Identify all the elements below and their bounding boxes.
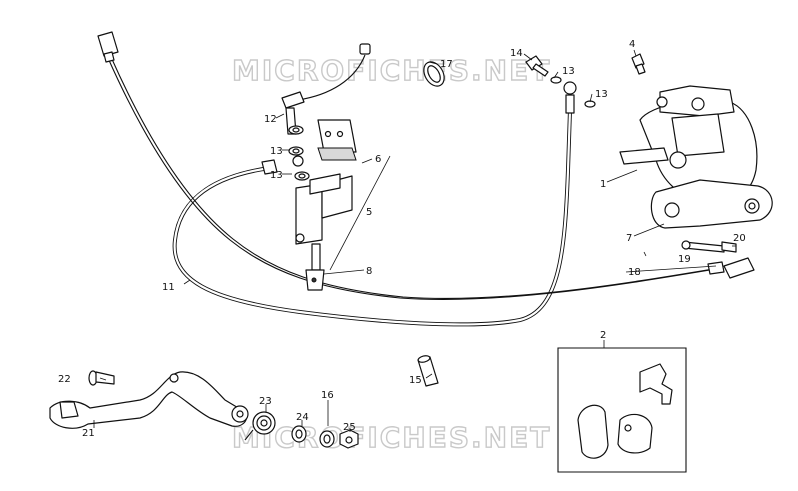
callout-19: 19 bbox=[678, 254, 691, 265]
pin-19 bbox=[681, 240, 725, 253]
brake-caliper-1 bbox=[619, 85, 758, 201]
callout-5: 5 bbox=[366, 207, 372, 218]
watermark-bottom: MICROFICHES.NET bbox=[232, 421, 551, 454]
callout-13-c: 13 bbox=[270, 146, 283, 157]
callout-17: 17 bbox=[440, 59, 453, 70]
brake-pedal-21 bbox=[49, 371, 249, 429]
washers-13-left bbox=[288, 125, 310, 181]
callout-13-d: 13 bbox=[270, 170, 283, 181]
callout-11: 11 bbox=[162, 282, 175, 293]
clip-17 bbox=[423, 61, 445, 87]
sleeve-20 bbox=[721, 241, 737, 253]
brake-hose-11 bbox=[172, 81, 577, 327]
callout-21: 21 bbox=[82, 428, 95, 439]
pivot-bolt-22 bbox=[88, 370, 115, 386]
callout-18: 18 bbox=[628, 267, 641, 278]
callout-6: 6 bbox=[375, 154, 381, 165]
brake-pad-kit-2 bbox=[557, 347, 687, 473]
master-cylinder-5 bbox=[295, 119, 357, 291]
callout-labels: 17 14 13 13 4 1 7 19 20 18 2 12 13 13 6 … bbox=[58, 39, 746, 439]
callout-14: 14 bbox=[510, 48, 523, 59]
callout-15: 15 bbox=[409, 375, 422, 386]
callout-8: 8 bbox=[366, 266, 372, 277]
spring-23 bbox=[244, 411, 276, 441]
callout-16: 16 bbox=[321, 390, 334, 401]
bolt-14 bbox=[525, 55, 596, 108]
callout-7: 7 bbox=[626, 233, 632, 244]
caliper-bracket-7 bbox=[650, 179, 773, 229]
callout-13-a: 13 bbox=[562, 66, 575, 77]
bleed-screw-4 bbox=[631, 53, 646, 75]
callout-12: 12 bbox=[264, 114, 277, 125]
callout-23: 23 bbox=[259, 396, 272, 407]
callout-25: 25 bbox=[343, 422, 356, 433]
watermark-top: MICROFICHES.NET bbox=[232, 54, 551, 87]
callout-2: 2 bbox=[600, 330, 606, 341]
callout-24: 24 bbox=[296, 412, 309, 423]
callout-4: 4 bbox=[629, 39, 635, 50]
callout-20: 20 bbox=[733, 233, 746, 244]
callout-22: 22 bbox=[58, 374, 71, 385]
callout-1: 1 bbox=[600, 179, 606, 190]
washer-24 bbox=[291, 425, 307, 443]
washer-16 bbox=[319, 430, 335, 448]
leader-lines bbox=[93, 49, 736, 432]
callout-13-b: 13 bbox=[595, 89, 608, 100]
bushing-15 bbox=[417, 355, 439, 387]
